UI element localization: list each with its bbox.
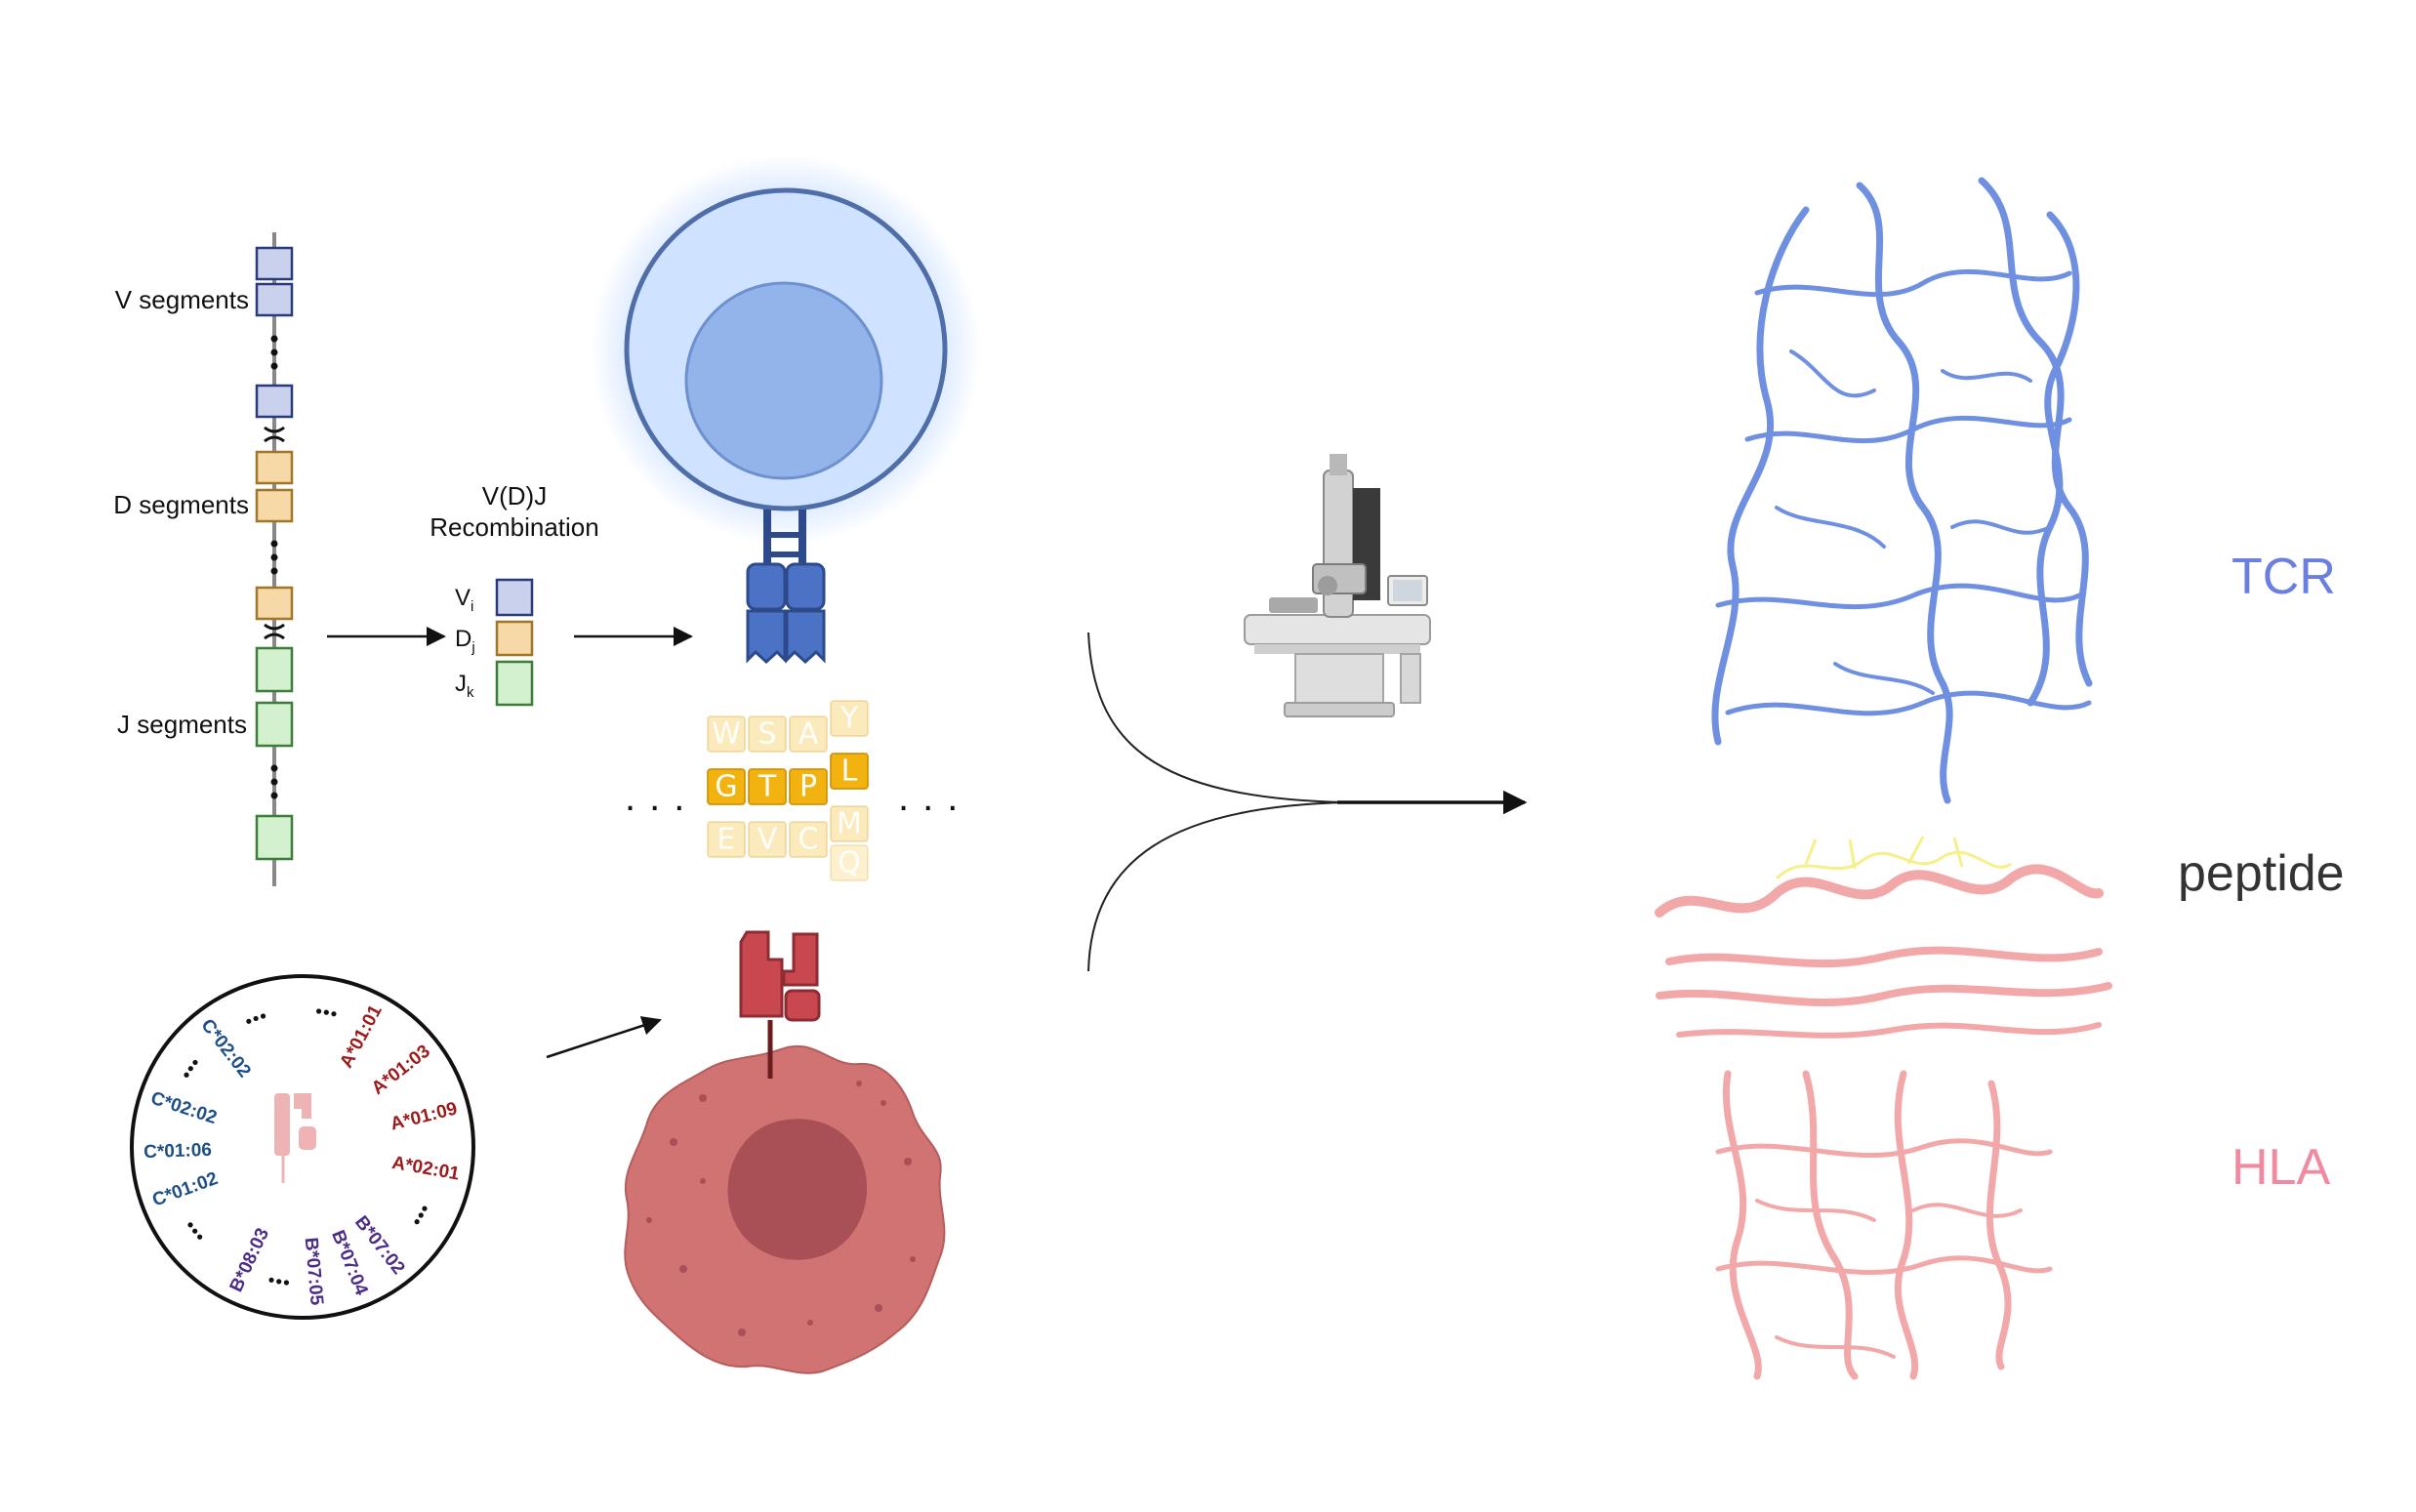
break-bracket xyxy=(264,633,285,640)
gene-locus: V segments D segments J segments xyxy=(113,232,294,886)
convergence-arrow xyxy=(1087,632,1528,972)
v-segment-box xyxy=(255,384,294,419)
hla-ellipsis-dot xyxy=(197,1234,203,1240)
hla-ellipsis-dot xyxy=(260,1013,266,1019)
j-segment-box xyxy=(255,814,294,861)
jk-segment-box xyxy=(495,660,534,707)
recombination-block: V(D)J Recombination Vi Dj Jk xyxy=(430,481,599,707)
peptide-sticks xyxy=(1775,836,2012,880)
amino-acid-cell xyxy=(789,715,828,753)
v-ellipsis xyxy=(270,335,278,370)
hla-allele-wheel: A*01:01A*01:03A*01:09A*02:01B*07:02B*07:… xyxy=(130,974,475,1320)
jk-label: Jk xyxy=(455,671,474,701)
microscope-icon xyxy=(1244,454,1431,717)
apc-nucleus xyxy=(727,1119,868,1260)
hla-ribbon xyxy=(1655,864,2112,1380)
amino-acid-letter: S xyxy=(758,717,776,752)
amino-acid-letter: A xyxy=(799,717,819,752)
vi-label: Vi xyxy=(455,585,473,615)
curve-from-tcr xyxy=(1087,632,1348,803)
amino-acid-letter: Q xyxy=(838,846,861,880)
break-bracket xyxy=(264,435,285,443)
amino-acid-letter: M xyxy=(837,807,862,841)
break-bracket xyxy=(264,623,285,631)
amino-acid-cell xyxy=(830,844,869,881)
amino-acid-cell xyxy=(748,821,787,858)
vi-segment-box xyxy=(495,578,534,617)
amino-acid-cell xyxy=(789,821,828,858)
recombination-title-line1: V(D)J xyxy=(482,481,547,511)
hla-ellipsis-dot xyxy=(192,1059,198,1066)
v-segment-box xyxy=(255,246,294,281)
d-segment-box xyxy=(255,488,294,523)
j-segment-box xyxy=(255,701,294,748)
curve-from-apc xyxy=(1087,801,1348,972)
tcr-ribbon xyxy=(1711,177,2093,804)
hla-ellipsis-dot xyxy=(187,1222,193,1228)
d-ellipsis xyxy=(270,540,278,575)
amino-acid-letter: E xyxy=(717,823,736,857)
hla-ellipsis-dot xyxy=(414,1219,420,1225)
grid-ellipsis-right: ... xyxy=(898,776,971,819)
tcr-label: TCR xyxy=(2232,549,2336,605)
peptide-label: peptide xyxy=(2178,845,2345,902)
dj-label: Dj xyxy=(455,626,475,656)
hla-ellipsis-dot xyxy=(276,1279,282,1285)
hla-ellipsis-dot xyxy=(246,1018,252,1024)
hla-ellipsis-dot xyxy=(187,1066,193,1072)
arrow-to-apc xyxy=(546,1016,662,1059)
amino-acid-cell xyxy=(707,821,746,858)
j-segment-box xyxy=(255,646,294,693)
tcr-receptor-icon xyxy=(746,510,826,665)
hla-allele-label: C*01:06 xyxy=(143,1140,212,1163)
hla-ellipsis-dot xyxy=(268,1277,274,1283)
amino-acid-letter: W xyxy=(712,717,741,752)
apc-granules xyxy=(646,1081,916,1336)
hla-ellipsis-dot xyxy=(184,1072,189,1078)
hla-ellipsis-dot xyxy=(253,1015,259,1022)
hla-center-icon xyxy=(274,1093,316,1183)
hla-ellipsis-dot xyxy=(283,1280,290,1286)
amino-acid-cell xyxy=(789,768,828,805)
amino-acid-letter: L xyxy=(841,755,858,789)
j-ellipsis xyxy=(270,764,278,799)
antigen-presenting-cell xyxy=(624,930,946,1374)
hla-label: HLA xyxy=(2232,1139,2330,1196)
amino-acid-letter: G xyxy=(715,770,737,804)
amino-acid-cell xyxy=(707,715,746,753)
amino-acid-cell xyxy=(748,768,787,805)
amino-acid-cell xyxy=(830,805,869,842)
amino-acid-letter: V xyxy=(758,823,778,857)
d-segment-box xyxy=(255,450,294,485)
break-bracket xyxy=(264,426,285,433)
hla-ellipsis-dot xyxy=(192,1228,198,1234)
t-cell-nucleus xyxy=(684,281,883,480)
dj-segment-box xyxy=(495,620,534,657)
amino-acid-letter: P xyxy=(799,770,817,804)
tcr-pmhc-structure xyxy=(1655,177,2112,1380)
d-segments-label: D segments xyxy=(113,490,249,519)
grid-ellipsis-left: ... xyxy=(625,776,698,819)
t-cell xyxy=(591,154,981,665)
recombination-title-line2: Recombination xyxy=(430,512,598,542)
amino-acid-cell xyxy=(707,768,746,805)
amino-acid-letter: C xyxy=(799,823,819,857)
v-segments-label: V segments xyxy=(115,285,249,314)
amino-acid-letter: Y xyxy=(839,702,859,736)
amino-acid-cell xyxy=(830,753,869,790)
amino-acid-cell xyxy=(748,715,787,753)
v-segment-box xyxy=(255,282,294,317)
hla-ellipsis-dot xyxy=(323,1009,329,1015)
mhc-molecule-icon xyxy=(739,930,821,1079)
hla-ellipsis-dot xyxy=(331,1011,337,1017)
amino-acid-cell xyxy=(830,700,869,737)
amino-acid-letter: T xyxy=(758,770,777,804)
hla-ellipsis-dot xyxy=(418,1212,424,1218)
hla-ellipsis-dot xyxy=(422,1206,428,1211)
hla-ellipsis-dot xyxy=(315,1008,322,1014)
j-segments-label: J segments xyxy=(117,710,247,739)
d-segment-box xyxy=(255,586,294,621)
